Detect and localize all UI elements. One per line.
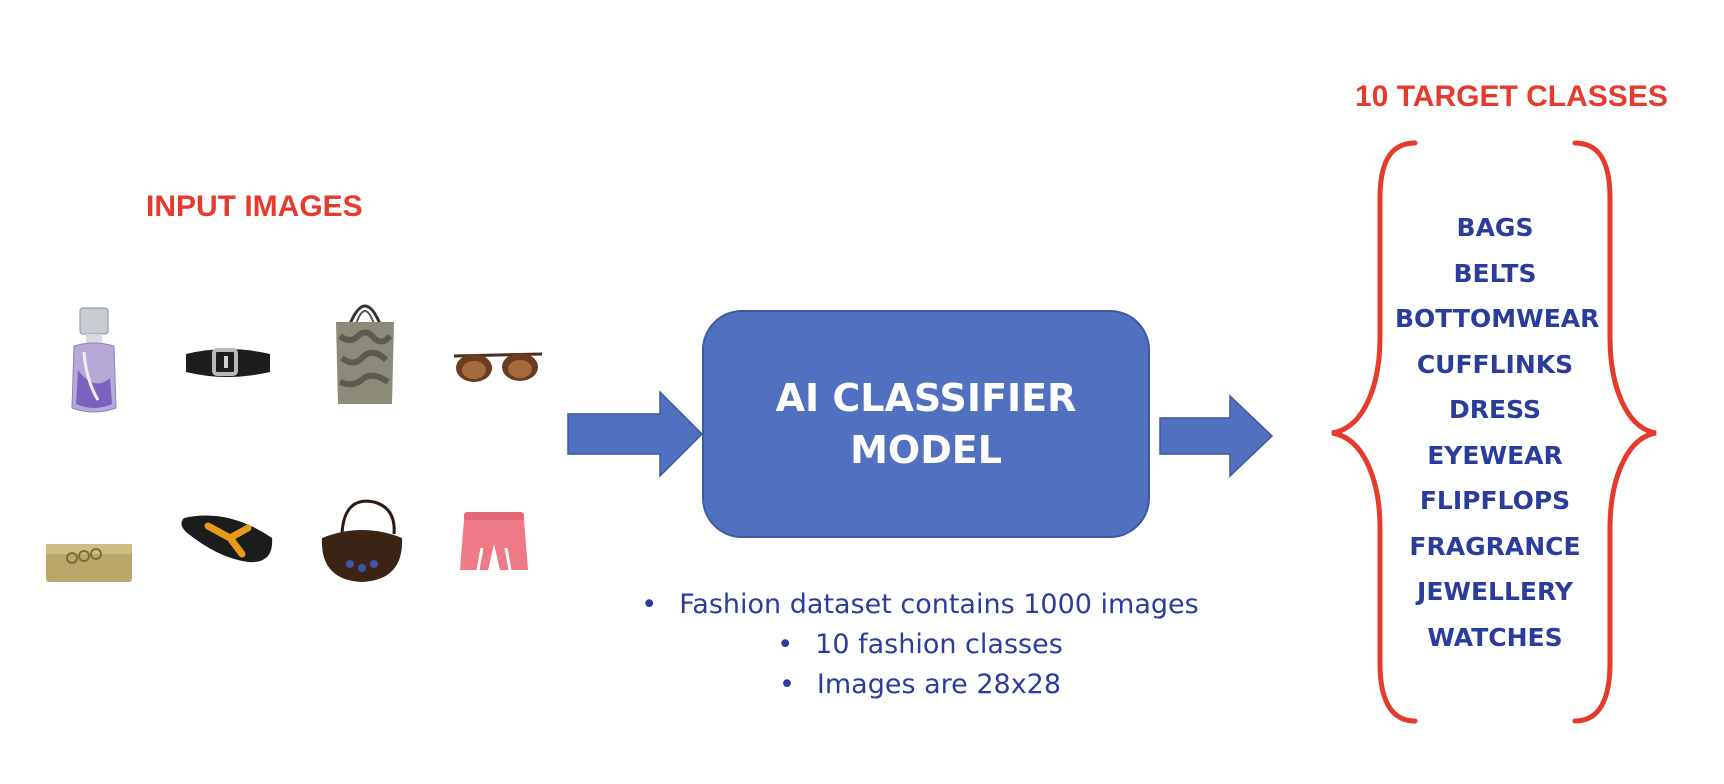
class-item: WATCHES bbox=[1427, 622, 1563, 652]
dataset-note: Images are 28x28 bbox=[600, 665, 1240, 705]
flip-flop-image bbox=[181, 515, 273, 563]
dataset-notes: Fashion dataset contains 1000 images 10 … bbox=[600, 585, 1240, 705]
output-arrow-icon bbox=[1159, 394, 1274, 478]
class-item: CUFFLINKS bbox=[1416, 349, 1574, 379]
model-label-line2: MODEL bbox=[850, 428, 1002, 472]
class-item: EYEWEAR bbox=[1427, 440, 1563, 470]
target-classes-title: 10 TARGET CLASSES bbox=[1355, 80, 1668, 113]
sunglasses-image bbox=[453, 352, 543, 382]
input-images-title: INPUT IMAGES bbox=[146, 190, 363, 223]
shorts-image bbox=[460, 512, 528, 571]
input-arrow-icon bbox=[567, 390, 704, 478]
perfume-bottle-image bbox=[71, 307, 117, 413]
class-item: FLIPFLOPS bbox=[1419, 486, 1571, 515]
dataset-note: Fashion dataset contains 1000 images bbox=[600, 585, 1240, 625]
belt-image bbox=[186, 348, 270, 377]
model-label-line1: AI CLASSIFIER bbox=[775, 376, 1077, 420]
class-item: FRAGRANCE bbox=[1409, 531, 1581, 561]
class-item: DRESS bbox=[1449, 395, 1541, 424]
tote-bag-image bbox=[336, 304, 394, 404]
class-item: JEWELLERY bbox=[1417, 577, 1573, 606]
class-item: BAGS bbox=[1456, 213, 1534, 242]
dataset-note: 10 fashion classes bbox=[600, 625, 1240, 665]
class-item: BOTTOMWEAR bbox=[1395, 304, 1600, 333]
handbag-image bbox=[321, 499, 403, 582]
clutch-image bbox=[46, 544, 132, 582]
ai-classifier-model-box: AI CLASSIFIER MODEL bbox=[702, 310, 1150, 538]
class-braces bbox=[1331, 140, 1657, 724]
class-item: BELTS bbox=[1453, 258, 1537, 288]
target-class-list: BAGS BELTS BOTTOMWEAR CUFFLINKS DRESS EY… bbox=[1395, 205, 1600, 660]
